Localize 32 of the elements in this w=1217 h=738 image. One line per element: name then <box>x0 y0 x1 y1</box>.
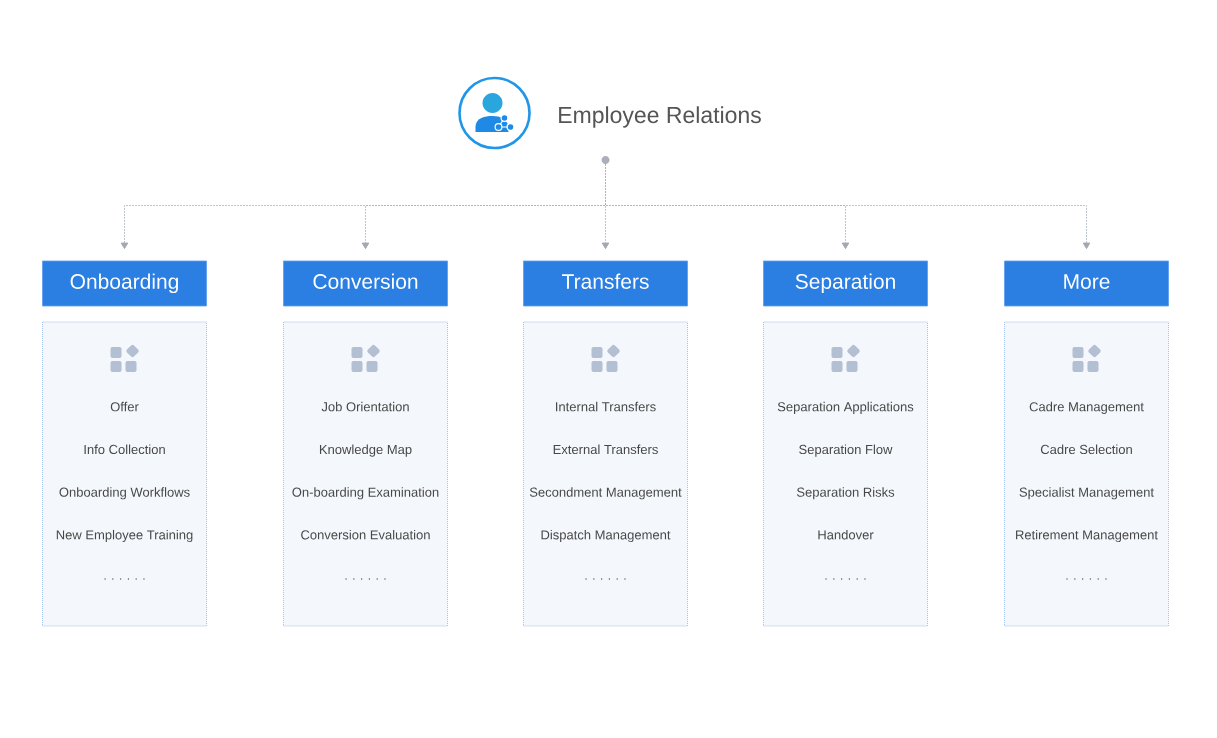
header-box: Onboarding <box>42 260 207 307</box>
list-item: Dispatch Management <box>541 529 671 543</box>
ellipsis: . . . . . . <box>345 578 386 580</box>
ellipsis: . . . . . . <box>585 578 626 580</box>
header-box: Conversion <box>283 260 448 307</box>
list-item: Cadre Selection <box>1040 444 1132 455</box>
ellipsis: . . . . . . <box>825 578 866 580</box>
title-text: Employee Relations <box>559 106 761 128</box>
list-item: Offer <box>110 401 139 412</box>
ellipsis: . . . . . . <box>104 578 145 580</box>
list-item: Secondment Management <box>529 487 682 500</box>
header-box: Transfers <box>523 260 688 307</box>
list-item: External Transfers <box>553 444 658 455</box>
list-item: Handover <box>818 529 874 540</box>
list-item: Separation Flow <box>799 444 893 457</box>
list-item: Internal Transfers <box>556 401 656 412</box>
list-item: Job Orientation <box>321 401 409 412</box>
ellipsis: . . . . . . <box>1066 578 1107 580</box>
list-item: Separation Risks <box>796 487 895 500</box>
header-box: More <box>1004 260 1169 307</box>
header-box: Separation <box>763 260 928 307</box>
list-item: Conversion Evaluation <box>301 529 430 540</box>
list-item: Retirement Management <box>1016 529 1158 543</box>
list-item: On-boarding Examination <box>292 487 439 500</box>
list-item: Knowledge Map <box>319 444 412 457</box>
list-item: Onboarding Workflows <box>59 487 190 500</box>
arrow <box>605 163 1091 250</box>
list-item: Cadre Management <box>1029 401 1144 414</box>
list-item: Separation Applications <box>777 401 914 414</box>
list-item: Specialist Management <box>1019 487 1154 500</box>
list-item: Info Collection <box>84 444 165 455</box>
list-item: New Employee Training <box>56 529 193 543</box>
